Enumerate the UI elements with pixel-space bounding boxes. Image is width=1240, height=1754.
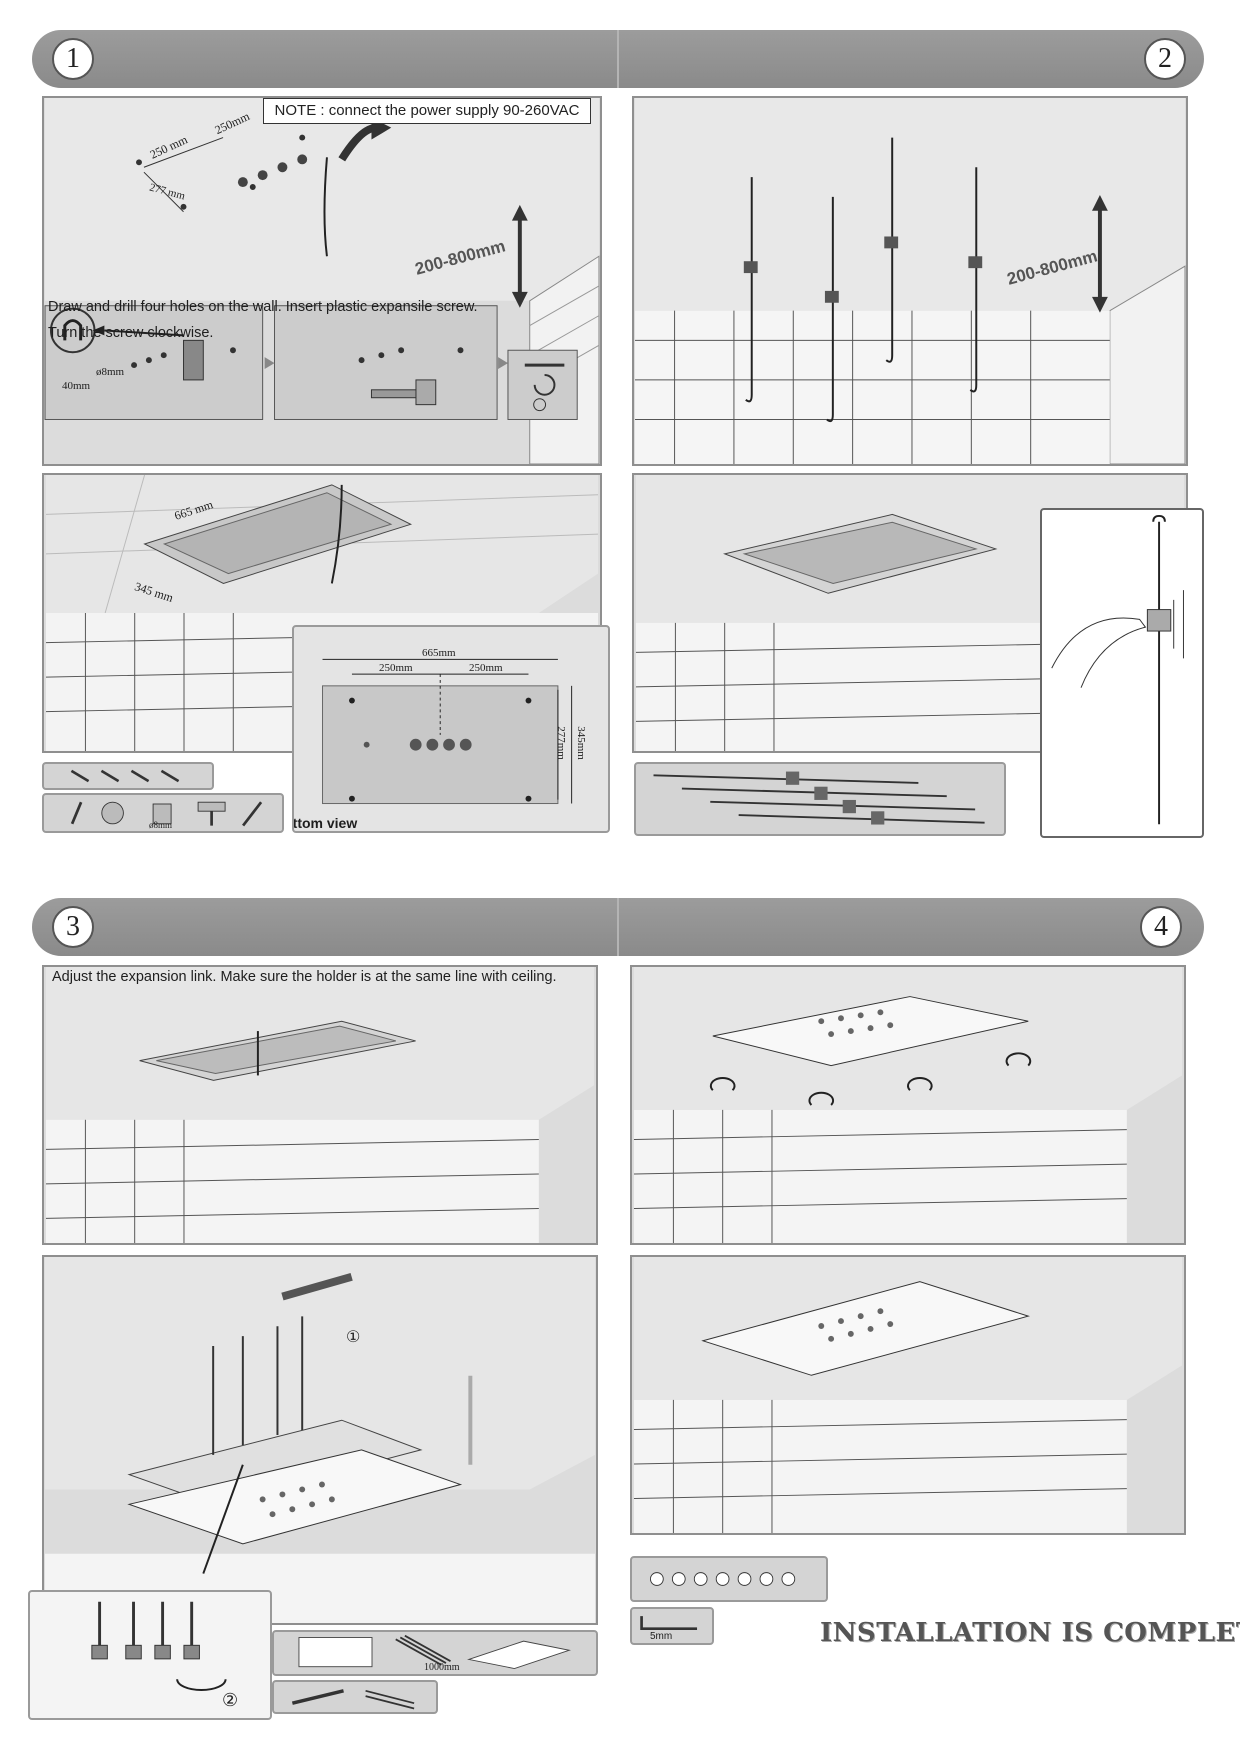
step-number-2: 2 [1144, 38, 1186, 80]
step1-screw-parts [42, 762, 214, 790]
step4-screw-parts [630, 1556, 828, 1602]
step1-ceiling-illustration [44, 98, 600, 464]
drill-depth-label: 40mm [62, 380, 91, 392]
hose-length-label: 1000mm [424, 1662, 460, 1673]
step4-screws-drawing [650, 1572, 796, 1586]
step-bar-divider [617, 898, 619, 956]
step4-allen-key: 5mm [630, 1607, 714, 1645]
step3-hose-detail-inset: ② [28, 1590, 272, 1720]
step4-finished-panel [630, 1255, 1186, 1535]
drill-size-label: ø8mm [96, 366, 125, 378]
step3-instruction: Adjust the expansion link. Make sure the… [52, 969, 557, 985]
step1-tools: ø8mm [42, 793, 284, 833]
step-bar-3-4 [32, 898, 1204, 956]
hose-detail-drawing [91, 1601, 227, 1691]
tool-drill-size: ø8mm [149, 820, 173, 830]
step3-ceiling-illustration [45, 967, 595, 1243]
step3-marker-1: ① [346, 1329, 361, 1346]
step1-ceiling-drill-panel: 250 mm 250mm 277 mm 200-800mm Draw and d… [42, 96, 602, 466]
power-supply-note: NOTE : connect the power supply 90-260VA… [263, 98, 591, 124]
step2-rod-parts [634, 762, 1006, 836]
step4-mount-showerhead-panel [630, 965, 1186, 1245]
step3-connect-hoses-panel: ① [42, 1255, 598, 1625]
step3-hoses-illustration [45, 1257, 595, 1623]
allen-key-drawing [640, 1616, 698, 1631]
bottom-view-width: 665mm [422, 647, 456, 659]
rod-parts-drawing [653, 771, 985, 825]
tools-drawing [70, 801, 263, 827]
step3-marker-2: ② [222, 1690, 239, 1710]
bottom-view-left-spacing: 250mm [379, 662, 413, 674]
bottom-view-diagram: 665mm 250mm 250mm 277mm 345mm Bottom vie… [292, 625, 610, 833]
step3-parts-drawing [298, 1634, 571, 1669]
step4-finished-illustration [633, 1257, 1183, 1533]
bottom-view-right-spacing: 250mm [469, 662, 503, 674]
bottom-view-label: Bottom view [292, 815, 358, 831]
allen-key-size: 5mm [650, 1631, 673, 1642]
step-number-3: 3 [52, 906, 94, 948]
step-bar-divider [617, 30, 619, 88]
step2-rods-illustration [635, 98, 1186, 464]
step4-mount-illustration [633, 967, 1183, 1243]
bottom-view-drawing [322, 658, 573, 805]
step-bar-1-2 [32, 30, 1204, 88]
step1-screw-instruction: Turn the screw clockwise. [48, 325, 214, 341]
step2-hanging-rods-panel: 200-800mm [632, 96, 1188, 466]
wrench-parts-drawing [291, 1689, 415, 1710]
step2-hand-adjust-inset [1040, 508, 1204, 838]
screw-parts-drawing [70, 769, 180, 783]
step3-wrench-parts [272, 1680, 438, 1714]
hand-adjust-drawing [1051, 514, 1184, 825]
installation-complete-title: INSTALLATION IS COMPLETE [820, 1618, 1240, 1648]
step1-drill-instruction: Draw and drill four holes on the wall. I… [48, 299, 478, 315]
step3-expansion-link-panel: Adjust the expansion link. Make sure the… [42, 965, 598, 1245]
bottom-view-inner-height: 277mm [554, 726, 567, 760]
step3-parts-box: 1000mm [272, 1630, 598, 1676]
step-number-1: 1 [52, 38, 94, 80]
step-number-4: 4 [1140, 906, 1182, 948]
bottom-view-outer-height: 345mm [574, 726, 587, 760]
